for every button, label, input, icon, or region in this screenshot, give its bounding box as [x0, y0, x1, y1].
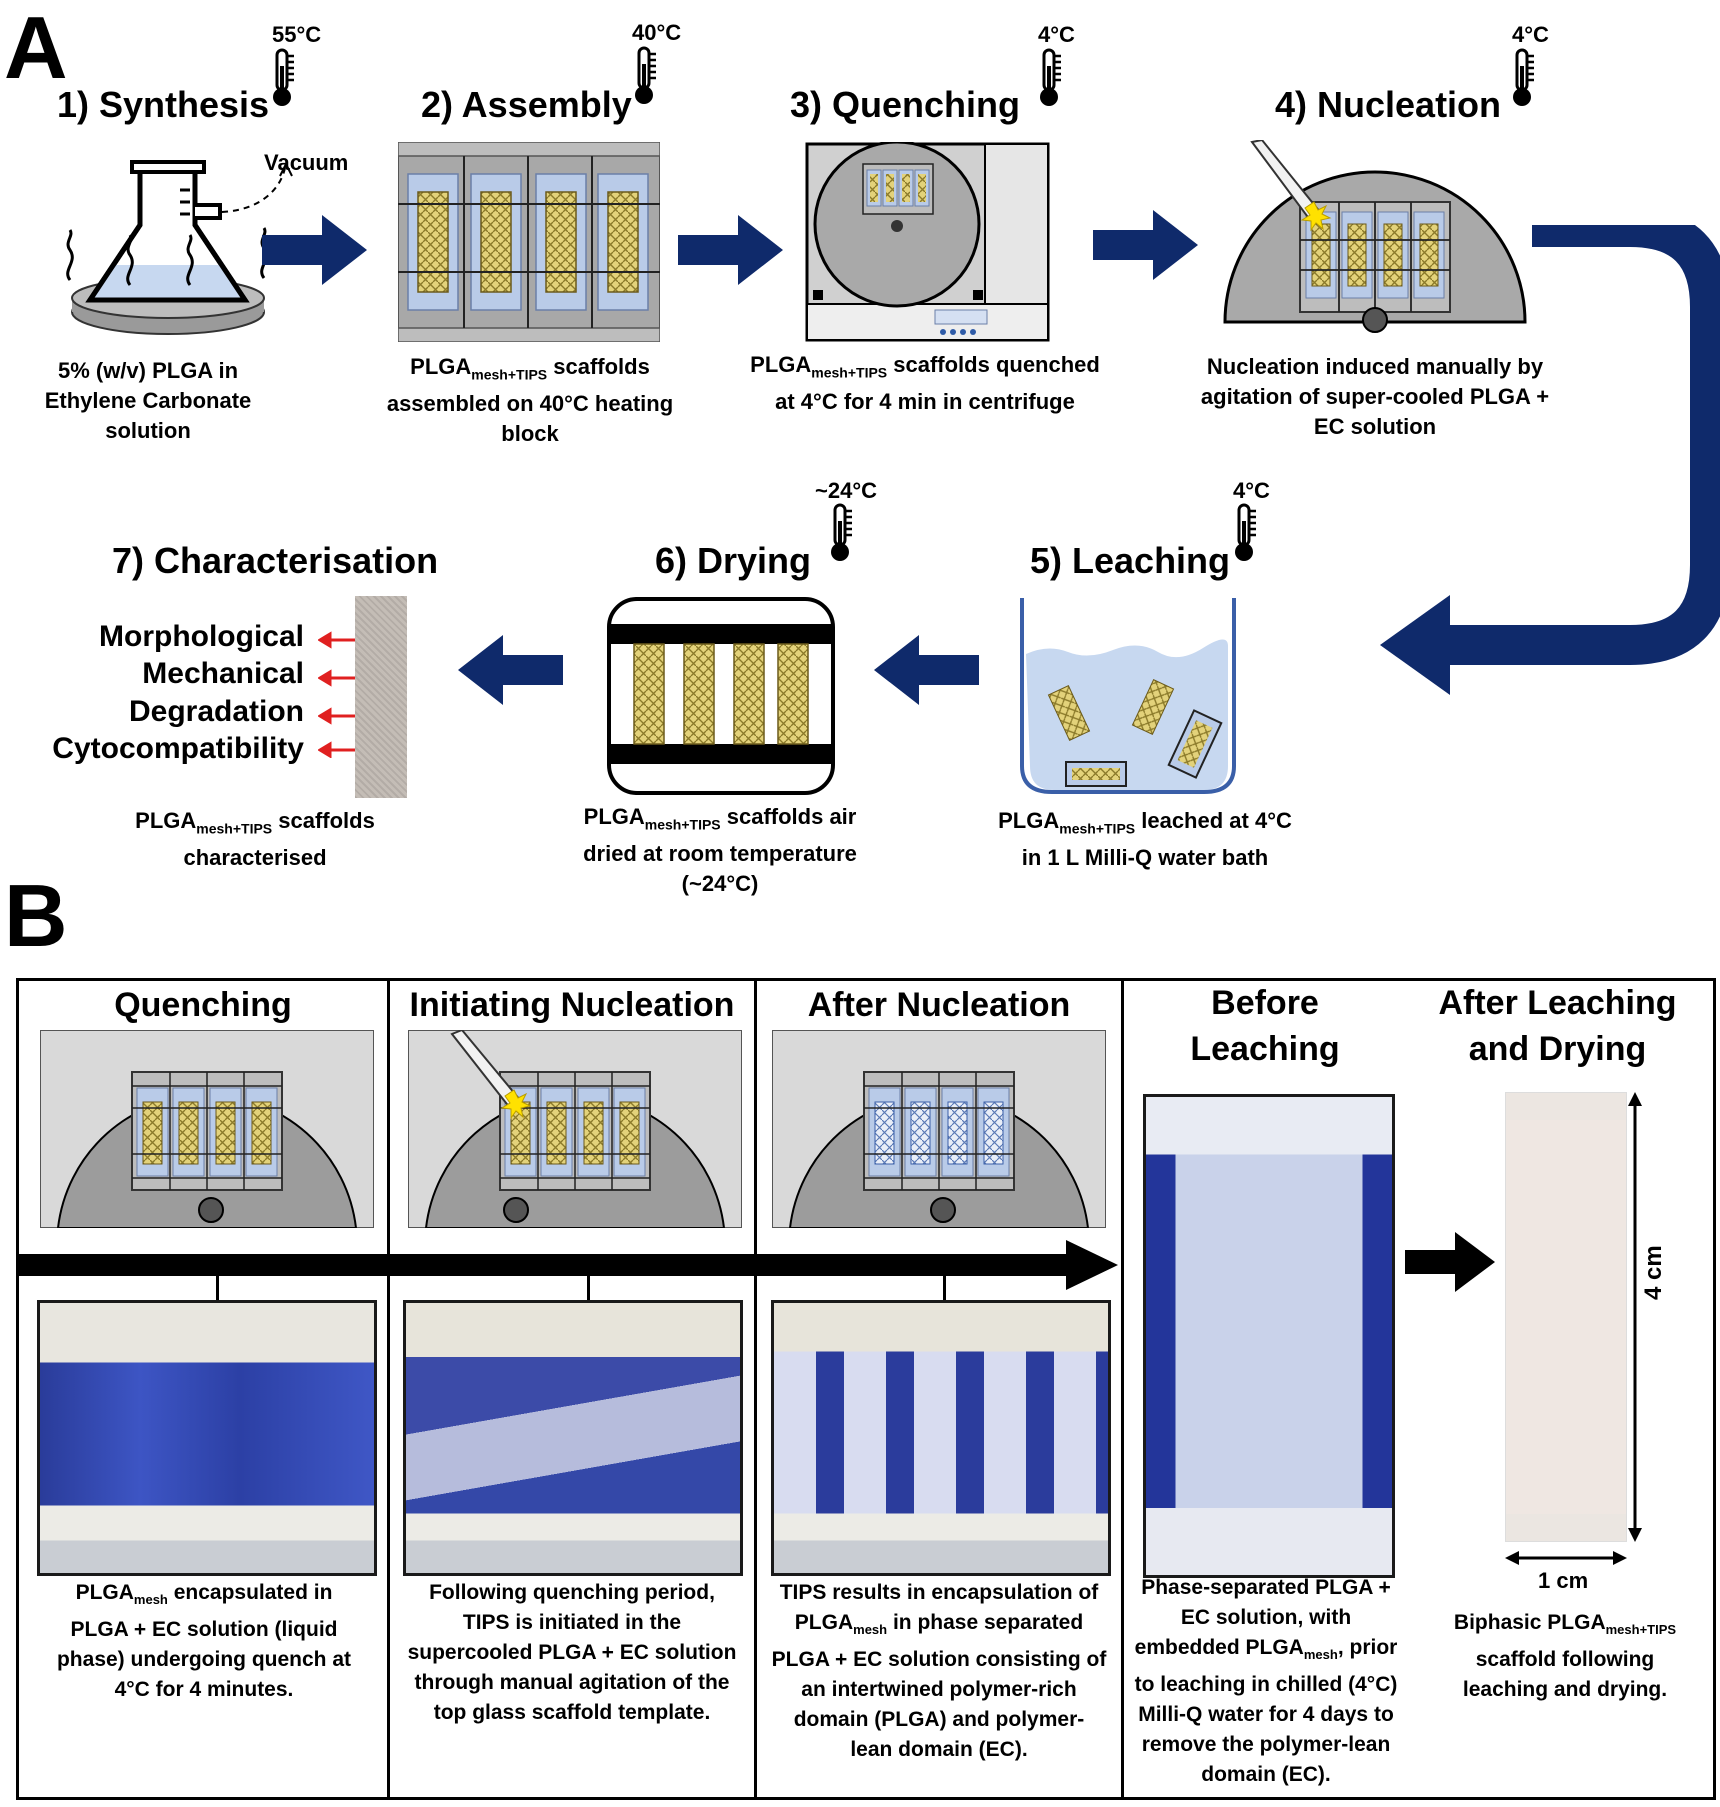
- thermometer-icon: [1035, 48, 1065, 108]
- nucleation-rotor-illustration: [1223, 140, 1527, 333]
- caption-leaching: PLGAmesh+TIPS leached at 4°C in 1 L Mill…: [998, 808, 1292, 871]
- caption-b-before-leaching: Phase-separated PLGA + EC solution, with…: [1134, 1576, 1398, 1787]
- caption-nucleation: Nucleation induced manually by agitation…: [1200, 354, 1550, 439]
- step-title-nucleation: 4) Nucleation: [1275, 84, 1502, 125]
- scale-bar-horizontal: [1505, 1551, 1627, 1565]
- temp-nucleation: 4°C: [1512, 22, 1549, 47]
- rotor-schematic-initiating: [408, 1030, 742, 1228]
- process-arrow: [874, 635, 979, 705]
- thermometer-icon: [1508, 48, 1538, 108]
- divider: [1121, 978, 1124, 1800]
- panel-a-label: A: [4, 0, 68, 97]
- thermometer-icon: [268, 48, 298, 108]
- char-item-cytocompatibility: Cytocompatibility: [52, 732, 304, 765]
- header-before-leaching: Before Leaching: [1190, 984, 1340, 1068]
- photo-after-nucleation: [771, 1300, 1111, 1576]
- char-item-degradation: Degradation: [128, 695, 304, 728]
- drying-rack-illustration: [607, 597, 835, 795]
- step-title-characterisation: 7) Characterisation: [112, 540, 439, 581]
- caption-b-quenching: PLGAmesh encapsulated in PLGA + EC solut…: [56, 1581, 351, 1702]
- panel-b-frame: [16, 978, 1716, 1800]
- process-arrow: [1093, 210, 1198, 280]
- photo-quenching: [37, 1300, 377, 1576]
- header-after-nucleation: After Nucleation: [807, 986, 1071, 1024]
- centrifuge-illustration: [805, 142, 1050, 342]
- caption-characterisation: PLGAmesh+TIPS scaffolds characterised: [135, 808, 375, 871]
- caption-synthesis: 5% (w/v) PLGA in Ethylene Carbonate solu…: [44, 358, 252, 443]
- temp-quenching: 4°C: [1038, 22, 1075, 47]
- final-arrow: [1405, 1232, 1495, 1292]
- step-title-drying: 6) Drying: [655, 540, 812, 581]
- leaching-beaker-illustration: [1020, 598, 1236, 794]
- caption-b-initiating: Following quenching period, TIPS is init…: [407, 1581, 737, 1724]
- caption-b-after-leaching: Biphasic PLGAmesh+TIPS scaffold followin…: [1453, 1611, 1677, 1702]
- divider: [387, 978, 390, 1800]
- thermometer-icon: [630, 46, 660, 106]
- process-arrow: [262, 215, 367, 285]
- rotor-schematic-after-nucleation: [772, 1030, 1106, 1228]
- temp-assembly: 40°C: [632, 20, 682, 45]
- caption-quenching: PLGAmesh+TIPS scaffolds quenched at 4°C …: [750, 352, 1100, 415]
- caption-b-after-nucleation: TIPS results in encapsulation of PLGAmes…: [771, 1581, 1107, 1762]
- header-after-leaching: After Leaching and Drying: [1438, 984, 1677, 1068]
- vacuum-label: Vacuum: [264, 150, 349, 175]
- rotor-schematic-quenching: [40, 1030, 374, 1228]
- process-arrow: [678, 215, 783, 285]
- char-item-mechanical: Mechanical: [142, 657, 304, 690]
- scale-label-4cm: 4 cm: [1640, 1245, 1667, 1300]
- caption-drying: PLGAmesh+TIPS scaffolds air dried at roo…: [583, 804, 857, 897]
- step-title-assembly: 2) Assembly: [421, 84, 632, 125]
- step-title-quenching: 3) Quenching: [790, 84, 1021, 125]
- step-title-leaching: 5) Leaching: [1030, 540, 1231, 581]
- synthesis-flask-illustration: [66, 160, 293, 335]
- char-item-morphological: Morphological: [99, 620, 304, 653]
- photo-before-leaching: [1143, 1094, 1395, 1578]
- divider: [754, 978, 757, 1800]
- temp-drying: ~24°C: [815, 478, 878, 503]
- thermometer-icon: [1230, 503, 1260, 563]
- panel-b-label: B: [4, 866, 68, 965]
- characterised-scaffold-image: [355, 596, 407, 798]
- step-title-synthesis: 1) Synthesis: [57, 84, 270, 125]
- scale-bar-vertical: [1628, 1092, 1642, 1542]
- scale-label-1cm: 1 cm: [1538, 1568, 1589, 1593]
- header-quenching: Quenching: [114, 986, 292, 1024]
- timeline-arrow: [16, 1240, 1118, 1322]
- assembly-heating-block: [398, 142, 660, 342]
- caption-assembly: PLGAmesh+TIPS scaffolds assembled on 40°…: [386, 354, 674, 447]
- thermometer-icon: [826, 503, 856, 563]
- temp-leaching: 4°C: [1233, 478, 1270, 503]
- header-initiating-nucleation: Initiating Nucleation: [409, 986, 735, 1024]
- process-arrow: [458, 635, 563, 705]
- temp-synthesis: 55°C: [272, 22, 322, 47]
- final-scaffold-image: [1505, 1092, 1627, 1542]
- process-return-arrow: [1380, 225, 1720, 695]
- photo-initiating-nucleation: [403, 1300, 743, 1576]
